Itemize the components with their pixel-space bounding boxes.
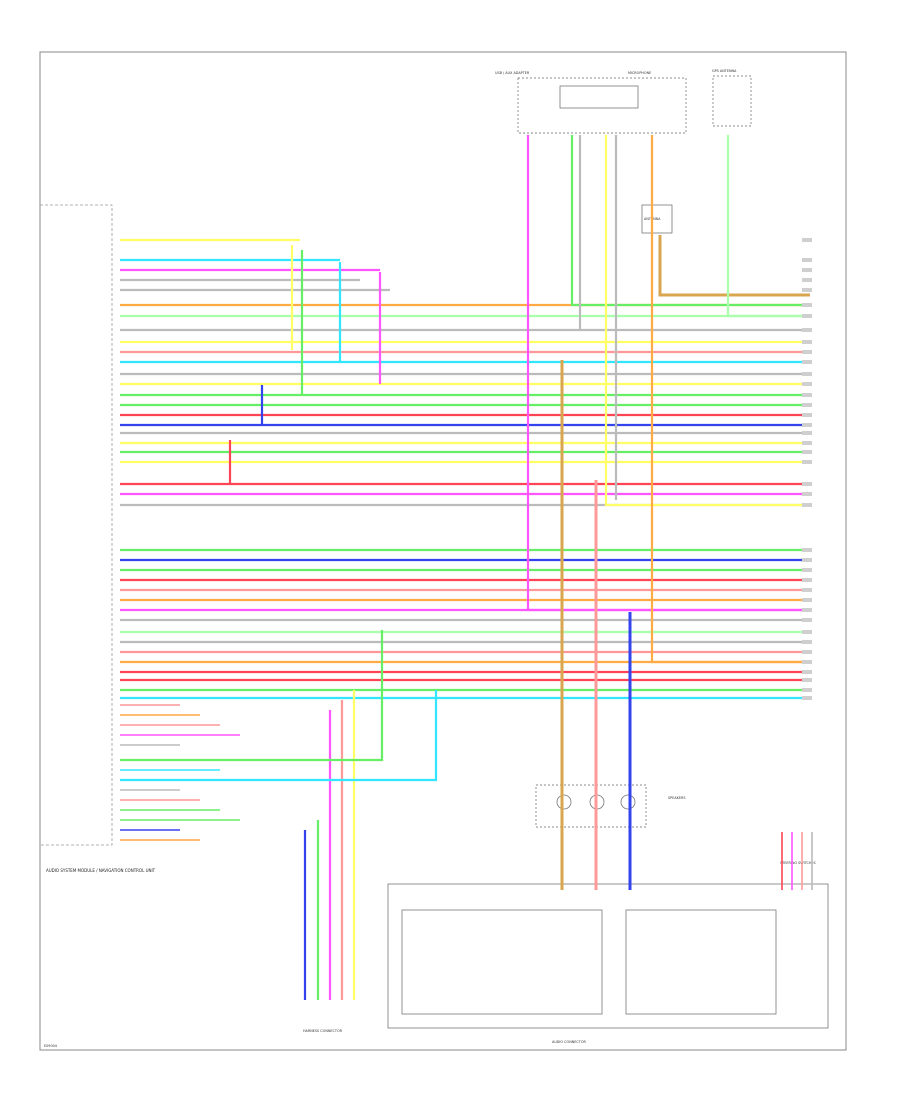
pin-tag-13 (802, 393, 812, 397)
pin-tag-14 (802, 403, 812, 407)
pin-tag-35 (802, 660, 812, 664)
pin-tag-10 (802, 360, 812, 364)
pin-tag-11 (802, 372, 812, 376)
pin-tag-22 (802, 492, 812, 496)
pin-tag-31 (802, 618, 812, 622)
pin-tag-12 (802, 382, 812, 386)
speakers-label: SPEAKERS (668, 796, 686, 800)
pin-tag-38 (802, 688, 812, 692)
pin-tag-9 (802, 350, 812, 354)
pin-tag-20 (802, 460, 812, 464)
pin-tag-19 (802, 450, 812, 454)
pin-tag-24 (802, 548, 812, 552)
pin-labels (802, 238, 812, 700)
pin-tag-2 (802, 268, 812, 272)
pin-tag-17 (802, 431, 812, 435)
pin-tag-8 (802, 340, 812, 344)
footer-code: E09004 (44, 1044, 57, 1048)
pin-tag-25 (802, 558, 812, 562)
horizontal-wires (120, 238, 810, 841)
module-label: AUDIO SYSTEM MODULE / NAVIGATION CONTROL… (46, 868, 156, 873)
pin-tag-5 (802, 303, 812, 307)
pin-tag-3 (802, 278, 812, 282)
top-module-right-label: GPS ANTENNA (712, 69, 737, 73)
wire-v-green1 (570, 135, 810, 307)
pin-tag-30 (802, 608, 812, 612)
wire-v-orange (650, 135, 810, 664)
wire-v-tan (658, 235, 810, 297)
pin-tag-34 (802, 650, 812, 654)
steering-label: STEERING SWITCHES (780, 861, 816, 865)
harness-connector-label: HARNESS CONNECTOR (303, 1029, 343, 1033)
audio-module-box (40, 204, 113, 846)
diagram-border (39, 51, 847, 1051)
pin-tag-0 (802, 238, 812, 242)
pin-tag-36 (802, 670, 812, 674)
wire-v-pink (526, 135, 810, 612)
pin-tag-15 (802, 413, 812, 417)
pin-tag-21 (802, 482, 812, 486)
audio-connector-label: AUDIO CONNECTOR (552, 1040, 587, 1044)
wire-v-cyan4 (120, 690, 438, 782)
pin-tag-23 (802, 503, 812, 507)
top-components (387, 75, 829, 1029)
pin-tag-37 (802, 678, 812, 682)
pin-tag-4 (802, 288, 812, 292)
top-module-mid-label: MICROPHONE (628, 71, 651, 75)
wire-v-yellow (604, 135, 810, 507)
top-module-left-label: USB / AUX ADAPTER (495, 71, 530, 75)
pin-tag-39 (802, 696, 812, 700)
pin-tag-1 (802, 258, 812, 262)
pin-tag-28 (802, 588, 812, 592)
pin-tag-18 (802, 441, 812, 445)
pin-tag-33 (802, 640, 812, 644)
pin-tag-26 (802, 568, 812, 572)
pin-tag-16 (802, 423, 812, 427)
wire-v-green4 (120, 630, 384, 762)
pin-tag-6 (802, 314, 812, 318)
vertical-wires (120, 135, 813, 1000)
pin-tag-27 (802, 578, 812, 582)
wire-v-lgreen (726, 135, 810, 318)
pin-tag-7 (802, 328, 812, 332)
pin-tag-32 (802, 630, 812, 634)
pin-tag-29 (802, 598, 812, 602)
